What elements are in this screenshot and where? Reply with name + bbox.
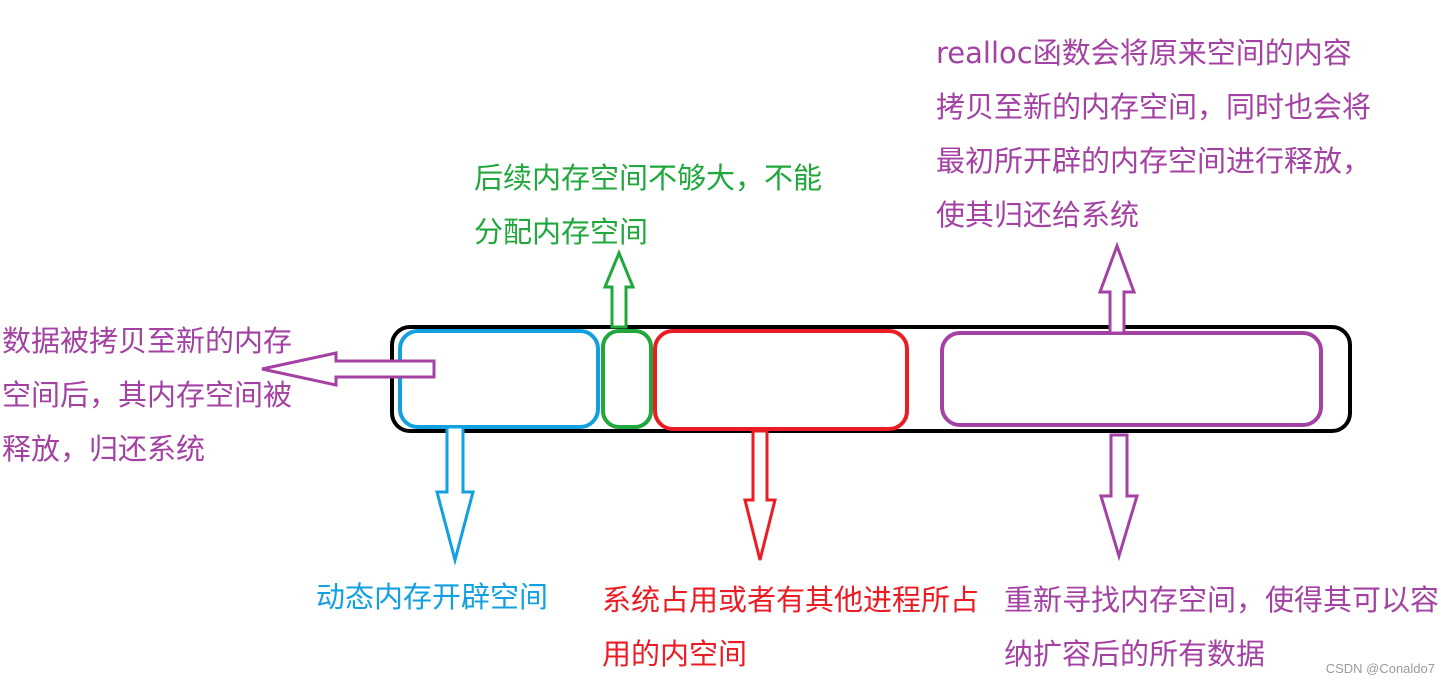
- watermark: CSDN @Conaldo7: [1325, 661, 1435, 676]
- dynamic-block: [398, 329, 600, 429]
- arrow-not-enough: [602, 249, 636, 329]
- arrow-realloc: [1097, 241, 1137, 335]
- gap-block: [601, 329, 653, 429]
- not-enough-label: 后续内存空间不够大，不能分配内存空间: [474, 161, 823, 249]
- occupied-label: 系统占用或者有其他进程所占用的内空间: [602, 583, 980, 671]
- realloc-note-label: realloc函数会将原来空间的内容拷贝至新的内存空间，同时也会将最初所开辟的内…: [936, 36, 1372, 232]
- occupied-block: [653, 329, 909, 431]
- arrow-new-space: [1098, 433, 1140, 562]
- arrow-freed: [261, 351, 436, 387]
- new-space-block: [940, 331, 1323, 427]
- arrow-occupied: [743, 429, 777, 561]
- dynamic-alloc-label: 动态内存开辟空间: [316, 580, 549, 614]
- arrow-dynamic: [435, 425, 475, 566]
- old-freed-label: 数据被拷贝至新的内存空间后，其内存空间被释放，归还系统: [2, 324, 293, 466]
- new-space-label: 重新寻找内存空间，使得其可以容纳扩容后的所有数据: [1004, 583, 1440, 671]
- memory-strip: [390, 325, 1352, 433]
